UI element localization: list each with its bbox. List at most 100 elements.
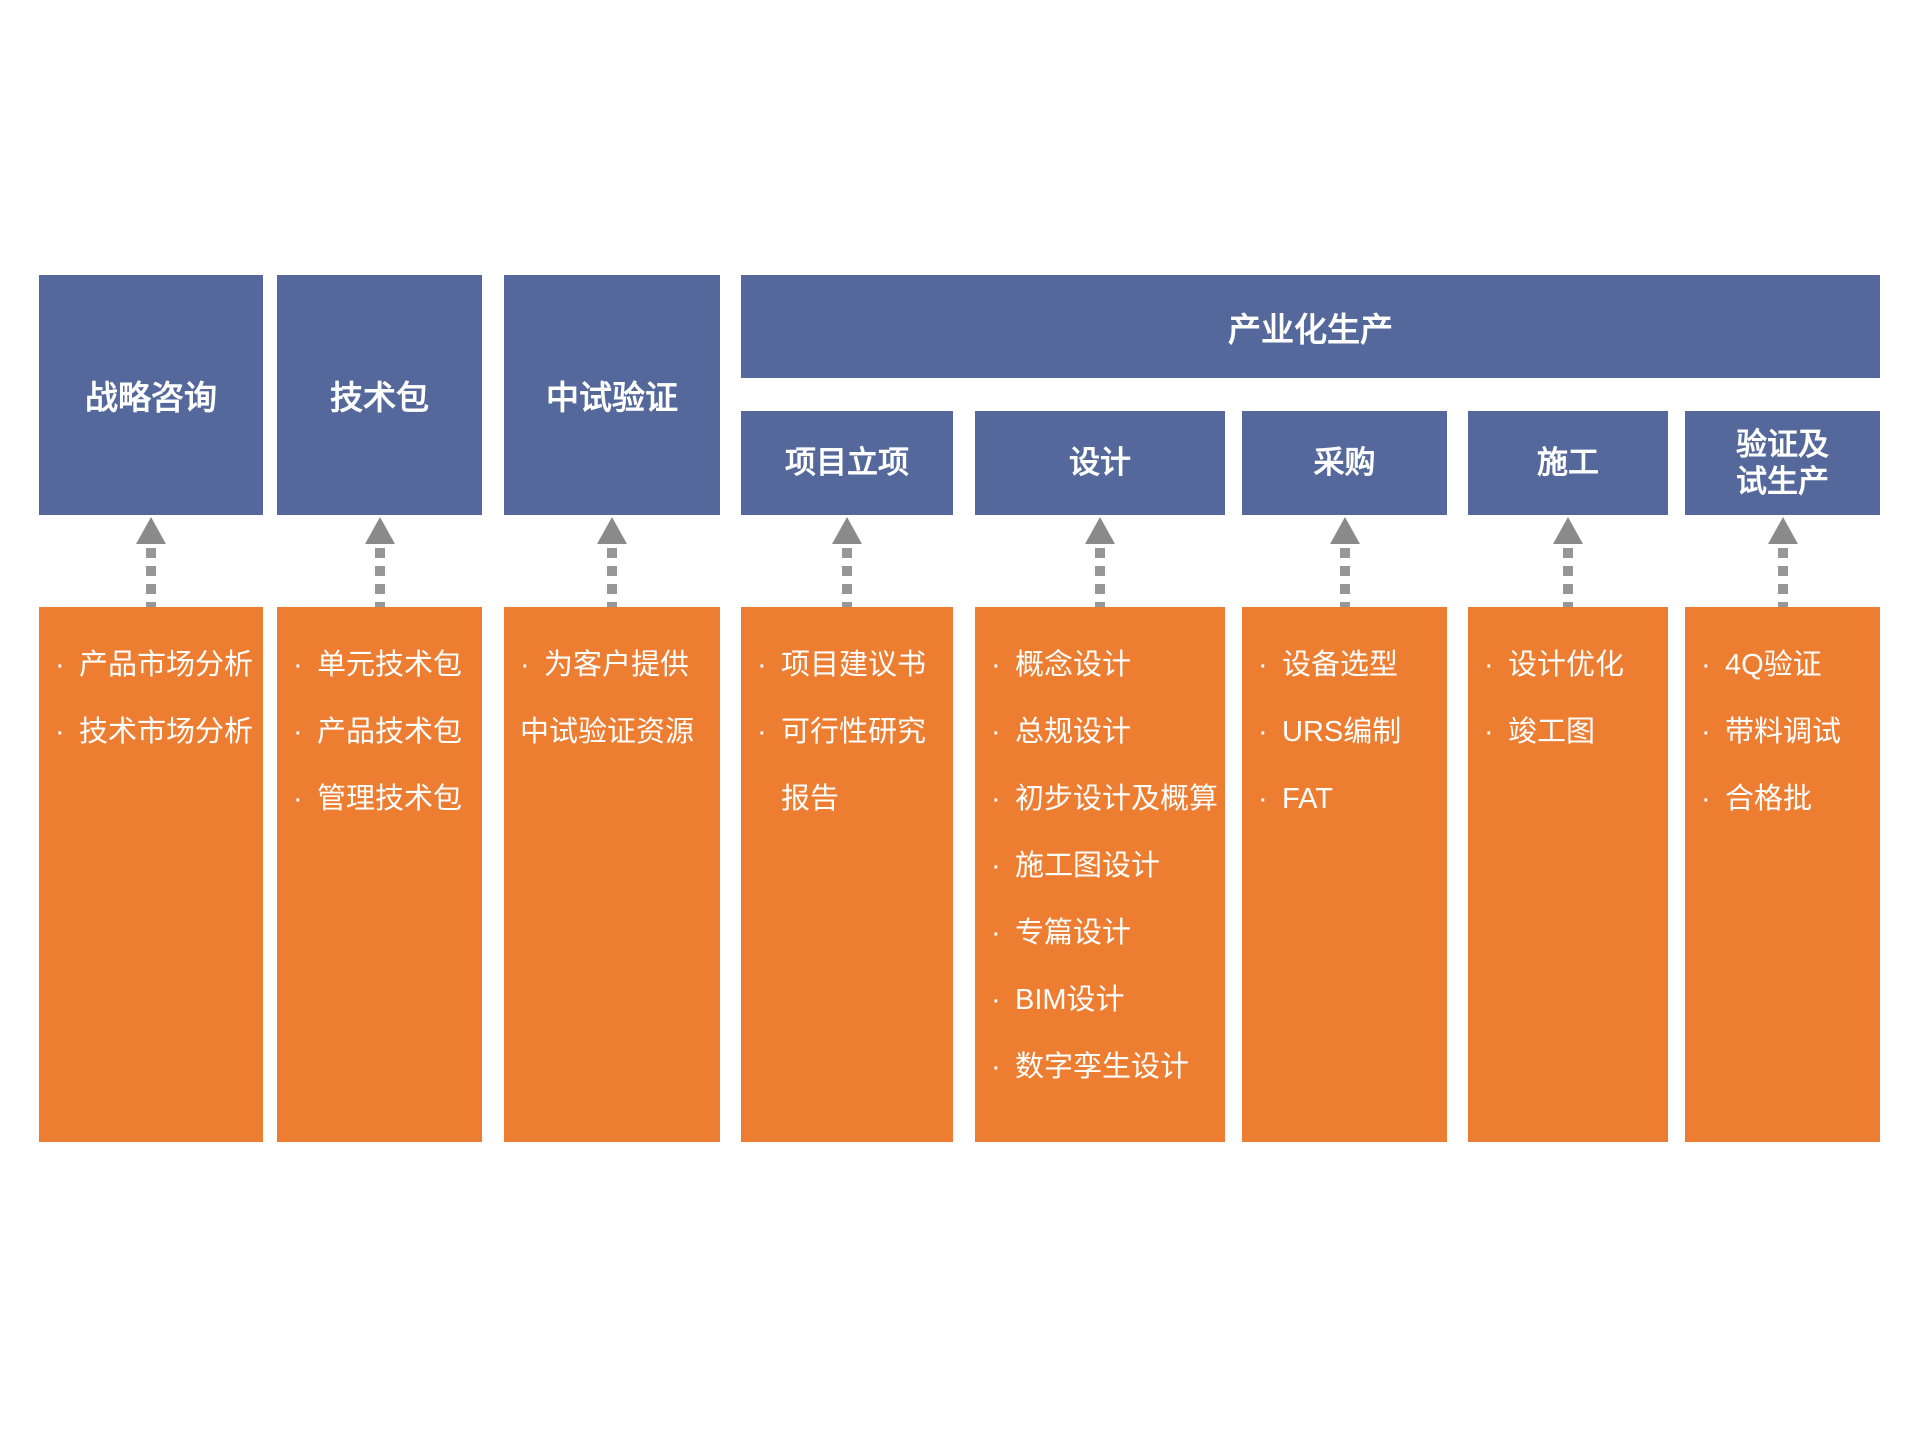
list-item: ·为客户提供	[520, 632, 714, 699]
list-item: · 施工图设计	[991, 833, 1219, 900]
header-label: 验证及 试生产	[1736, 426, 1829, 499]
list-item: ·竣工图	[1484, 699, 1662, 766]
header-project-initiation: 项目立项	[741, 411, 953, 515]
list-item-text: 项目建议书	[781, 649, 927, 681]
list-item-text: 竣工图	[1508, 716, 1596, 748]
list-item-text: 产品技术包	[317, 716, 463, 748]
arrow-dashed-line	[1095, 548, 1105, 609]
banner-label: 产业化生产	[1228, 310, 1393, 348]
list-item: · 项目建议书	[757, 632, 947, 699]
list-item-text: 4Q验证	[1725, 649, 1822, 681]
up-arrow	[1325, 517, 1365, 609]
header-procurement: 采购	[1242, 411, 1447, 515]
list-item: ·设计优化	[1484, 632, 1662, 699]
header-strategy-consulting: 战略咨询	[39, 275, 263, 515]
up-arrow	[592, 517, 632, 609]
bullet-dot: ·	[293, 783, 303, 815]
detail-box-tech-package: · 单元技术包 · 产品技术包 · 管理技术包	[277, 607, 482, 1142]
list-item-text: 设计优化	[1508, 649, 1625, 681]
list-item-text: 报告	[781, 783, 840, 815]
list-item-text: 概念设计	[1015, 649, 1132, 681]
list-item: ·产品市场分析	[55, 632, 257, 699]
list-item: ·URS编制	[1258, 699, 1441, 766]
list-item: ·FAT	[1258, 766, 1441, 833]
arrow-head-icon	[365, 517, 395, 544]
bullet-dot: ·	[991, 984, 1001, 1016]
header-label: 中试验证	[546, 379, 678, 416]
list-item-text: 管理技术包	[317, 783, 463, 815]
list-item: · 可行性研究	[757, 699, 947, 766]
bullet-dot: ·	[1701, 649, 1711, 681]
bullet-dot: ·	[1258, 716, 1268, 748]
header-label: 技术包	[330, 379, 429, 416]
bullet-dot: ·	[991, 783, 1001, 815]
bullet-dot: ·	[757, 649, 767, 681]
list-item-text: 单元技术包	[317, 649, 463, 681]
header-pilot-verification: 中试验证	[504, 275, 720, 515]
list-item: · 数字孪生设计	[991, 1034, 1219, 1101]
header-verification-trial-production: 验证及 试生产	[1685, 411, 1880, 515]
up-arrow	[1080, 517, 1120, 609]
bullet-dot: ·	[1258, 783, 1268, 815]
arrow-head-icon	[136, 517, 166, 544]
bullet-dot: ·	[991, 649, 1001, 681]
bullet-dot: ·	[293, 716, 303, 748]
bullet-dot: ·	[293, 649, 303, 681]
list-item: · 4Q验证	[1701, 632, 1874, 699]
header-label: 施工	[1537, 445, 1599, 481]
list-item: · BIM设计	[991, 967, 1219, 1034]
arrow-dashed-line	[1778, 548, 1788, 609]
list-item-text: 专篇设计	[1015, 917, 1132, 949]
list-item: ·技术市场分析	[55, 699, 257, 766]
arrow-head-icon	[1085, 517, 1115, 544]
list-item: · 单元技术包	[293, 632, 476, 699]
bullet-dot: ·	[991, 917, 1001, 949]
arrow-head-icon	[597, 517, 627, 544]
list-item: 报告	[757, 766, 947, 833]
bullet-dot: ·	[1701, 716, 1711, 748]
list-item: · 合格批	[1701, 766, 1874, 833]
list-item-text: BIM设计	[1015, 984, 1125, 1016]
up-arrow	[827, 517, 867, 609]
bullet-dot: ·	[1258, 649, 1268, 681]
list-item-text: 数字孪生设计	[1015, 1051, 1190, 1083]
detail-box-procurement: ·设备选型 ·URS编制 ·FAT	[1242, 607, 1447, 1142]
list-item-text: 带料调试	[1725, 716, 1842, 748]
up-arrow	[1548, 517, 1588, 609]
up-arrow	[131, 517, 171, 609]
list-item: ·设备选型	[1258, 632, 1441, 699]
list-item-text: 施工图设计	[1015, 850, 1161, 882]
arrow-head-icon	[1553, 517, 1583, 544]
list-item-text: 可行性研究	[781, 716, 927, 748]
header-design: 设计	[975, 411, 1225, 515]
list-item-text: 合格批	[1725, 783, 1813, 815]
list-item: · 产品技术包	[293, 699, 476, 766]
banner-industrial-production: 产业化生产	[741, 275, 1880, 378]
arrow-dashed-line	[842, 548, 852, 609]
up-arrow	[360, 517, 400, 609]
bullet-dot: ·	[520, 649, 530, 681]
list-item-text: 总规设计	[1015, 716, 1132, 748]
arrow-dashed-line	[1340, 548, 1350, 609]
arrow-dashed-line	[1563, 548, 1573, 609]
bullet-dot: ·	[991, 850, 1001, 882]
list-item: ·初步设计及概算	[991, 766, 1219, 833]
bullet-dot: ·	[1701, 783, 1711, 815]
detail-box-project-initiation: · 项目建议书 · 可行性研究 报告	[741, 607, 953, 1142]
header-construction: 施工	[1468, 411, 1668, 515]
detail-box-construction: ·设计优化 ·竣工图	[1468, 607, 1668, 1142]
detail-box-pilot-verification: ·为客户提供 中试验证资源	[504, 607, 720, 1142]
bullet-dot: ·	[55, 716, 65, 748]
arrow-head-icon	[832, 517, 862, 544]
bullet-dot: ·	[55, 649, 65, 681]
bullet-dot: ·	[991, 716, 1001, 748]
up-arrow	[1763, 517, 1803, 609]
bullet-dot: ·	[991, 1051, 1001, 1083]
bullet-dot: ·	[757, 716, 767, 748]
arrow-dashed-line	[146, 548, 156, 609]
header-label: 战略咨询	[85, 379, 217, 416]
list-item: · 带料调试	[1701, 699, 1874, 766]
header-label: 采购	[1313, 445, 1376, 481]
list-item: · 概念设计	[991, 632, 1219, 699]
header-label: 项目立项	[785, 445, 909, 481]
